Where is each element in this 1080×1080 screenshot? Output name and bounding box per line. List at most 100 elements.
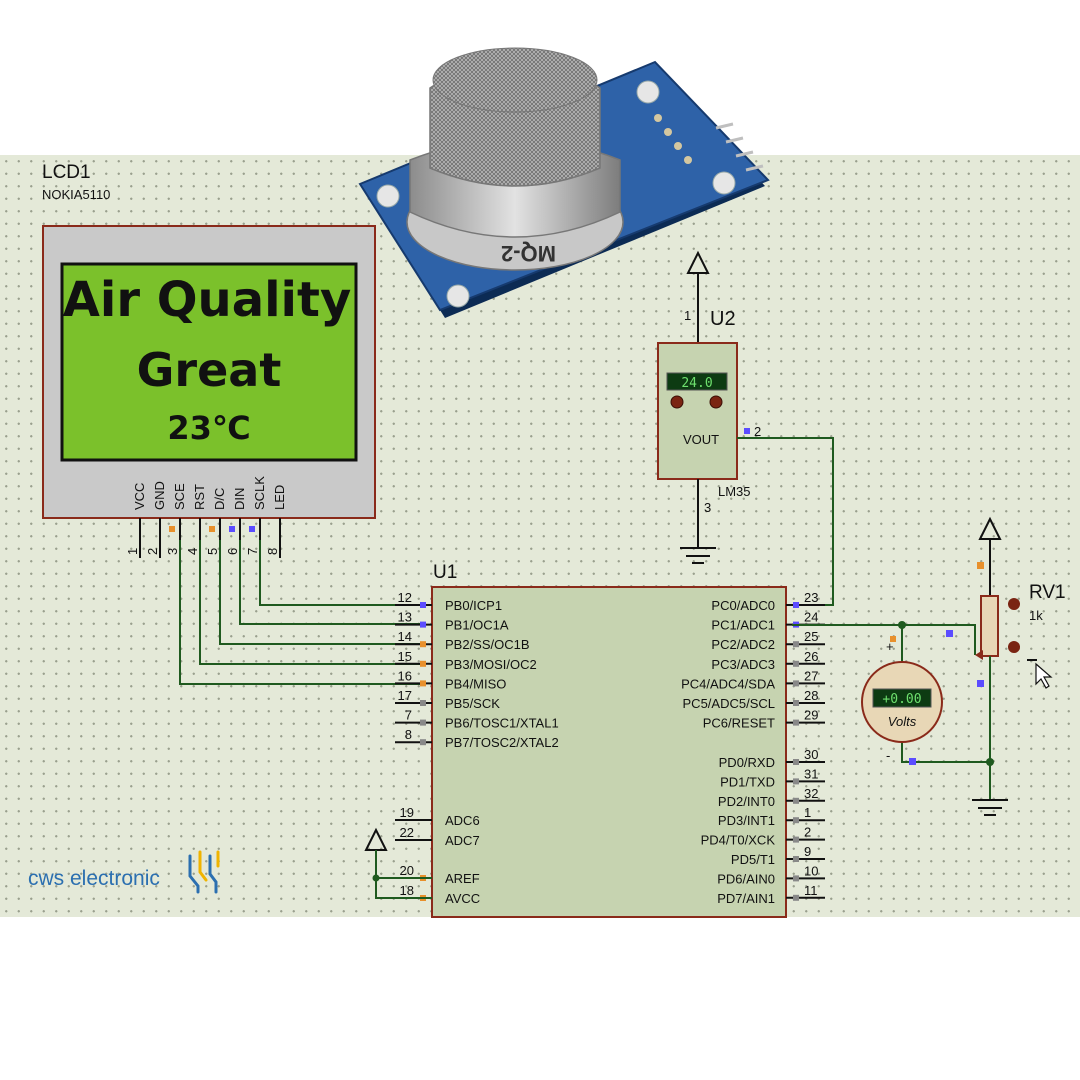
- lcd-pin-label: VCC: [132, 483, 147, 510]
- u2-model-label: LM35: [718, 484, 751, 499]
- u1-pin-name: ADC7: [445, 833, 480, 848]
- u2-readout: [666, 372, 728, 391]
- u2-pin2-marker: [744, 428, 750, 434]
- u1-pin-name: PD1/TXD: [720, 774, 775, 789]
- lcd-pin-label: SCLK: [252, 476, 267, 510]
- u1-pin-marker: [793, 856, 799, 862]
- u1-pin-name: PC0/ADC0: [711, 598, 775, 613]
- u1-pin-number: 8: [405, 727, 412, 742]
- u1-pin-name: PB7/TOSC2/XTAL2: [445, 735, 559, 750]
- lcd-pin-number: 5: [205, 548, 220, 555]
- u1-pin-marker: [793, 778, 799, 785]
- u2-increment-button[interactable]: [709, 395, 723, 409]
- u1-pin-number: 13: [398, 610, 412, 625]
- u1-pin-name: PC3/ADC3: [711, 657, 775, 672]
- u1-pin-name: PD3/INT1: [718, 813, 775, 828]
- u1-pin-number: 30: [804, 747, 818, 762]
- u1-pin-number: 1: [804, 805, 811, 820]
- u2-vout-label: VOUT: [683, 432, 719, 447]
- u1-pin-name: PC4/ADC4/SDA: [681, 676, 775, 691]
- rv1-increment-button[interactable]: [1008, 598, 1020, 610]
- rv1-value-label: 1k: [1029, 608, 1043, 623]
- lcd-display[interactable]: Air Quality Great 23℃: [42, 225, 376, 519]
- wire-rst: [199, 540, 420, 665]
- u1-pin-name: PD2/INT0: [718, 794, 775, 809]
- u1-pin-number: 26: [804, 649, 818, 664]
- aref-supply: [364, 827, 432, 899]
- u2-decrement-button[interactable]: [670, 395, 684, 409]
- u1-pin-number: 2: [804, 825, 811, 840]
- u1-pin-number: 10: [804, 863, 818, 878]
- u1-pin-marker: [793, 719, 799, 726]
- lcd-pin-label: LED: [272, 485, 287, 510]
- rv1-decrement-button[interactable]: [1008, 641, 1020, 653]
- lcd-pin-label: D/C: [212, 488, 227, 510]
- u1-pin-number: 11: [804, 883, 818, 898]
- brand-name: cws electronic: [28, 867, 160, 890]
- u1-pin-name: PC1/ADC1: [711, 618, 775, 633]
- lcd-pin-label: DIN: [232, 488, 247, 510]
- u2-pin3-number: 3: [704, 500, 711, 515]
- lcd-pin-number: 4: [185, 548, 200, 555]
- u1-pin-number: 12: [398, 590, 412, 605]
- voltmeter[interactable]: +0.00 Volts + -: [861, 639, 943, 765]
- rv1-pin-marker: [946, 630, 953, 637]
- wire-lm35-to-adc0: [737, 437, 834, 606]
- u2-body: [657, 342, 738, 480]
- lcd-pin-number: 6: [225, 548, 240, 555]
- u1-pin-number: 23: [804, 590, 818, 605]
- u1-pin-marker: [793, 660, 799, 667]
- u1-ref-label: U1: [433, 562, 457, 583]
- lcd-line-3: 23℃: [167, 409, 250, 447]
- u1-pin-marker: [420, 700, 426, 706]
- u1-pin-number: 7: [405, 708, 412, 723]
- rv1-ref-label: RV1: [1029, 582, 1066, 603]
- lcd-pin-marker: [229, 526, 235, 532]
- rv1-pin-marker: [977, 562, 984, 569]
- u1-pin-marker: [793, 680, 799, 687]
- u1-pin-name: PD6/AIN0: [717, 871, 775, 886]
- u1-pin-number: 15: [398, 649, 412, 664]
- u1-pin-name: PC5/ADC5/SCL: [683, 696, 775, 711]
- u1-pin-marker: [420, 602, 426, 608]
- u1-pin-marker: [793, 759, 799, 765]
- voltmeter-pin-marker: [890, 636, 896, 642]
- lm35-sensor[interactable]: 1 U2 24.0 VOUT 2 LM35 3: [657, 250, 761, 564]
- lcd-pin-number: 1: [125, 548, 140, 555]
- lcd-wires: [179, 540, 420, 685]
- voltmeter-plus-label: +: [886, 639, 894, 654]
- u1-pin-name: ADC6: [445, 813, 480, 828]
- u1-pin-marker: [420, 680, 426, 687]
- mq2-gas-sensor: MQ-2: [358, 47, 770, 318]
- u1-pin-number: 27: [804, 668, 818, 683]
- u1-pin-name: PD0/RXD: [719, 755, 775, 770]
- u1-pin-name: PB5/SCK: [445, 696, 500, 711]
- u1-pin-name: PB0/ICP1: [445, 598, 502, 613]
- potentiometer-rv1[interactable]: RV1 1k: [946, 516, 1066, 816]
- u1-pin-number: 18: [400, 883, 414, 898]
- u2-pin1-number: 1: [684, 308, 691, 323]
- lcd-pin-number: 3: [165, 548, 180, 555]
- u1-pin-marker: [420, 660, 426, 667]
- u1-pin-marker: [420, 719, 426, 726]
- u1-pin-name: PB2/SS/OC1B: [445, 637, 530, 652]
- lcd-pin-label: SCE: [172, 483, 187, 510]
- junction-dot: [372, 874, 380, 882]
- microcontroller-body[interactable]: [431, 586, 787, 918]
- lcd-pin-marker: [249, 526, 255, 532]
- u1-pin-number: 32: [804, 786, 818, 801]
- u1-pin-name: PB1/OC1A: [445, 618, 509, 633]
- lcd-pin-number: 2: [145, 548, 160, 555]
- rv1-pin-marker: [977, 680, 984, 687]
- lcd-screen: [60, 262, 358, 462]
- u1-pin-marker: [793, 836, 799, 843]
- lcd-pin-number: 7: [245, 548, 260, 555]
- wire-din: [239, 540, 420, 625]
- wire-sce: [179, 540, 420, 685]
- u2-reading: 24.0: [681, 376, 712, 391]
- brand-logo-icon: [188, 850, 220, 894]
- lcd-model-label: NOKIA5110: [42, 187, 110, 202]
- u1-pin-name: PB3/MOSI/OC2: [445, 657, 537, 672]
- u1-pin-number: 28: [804, 688, 818, 703]
